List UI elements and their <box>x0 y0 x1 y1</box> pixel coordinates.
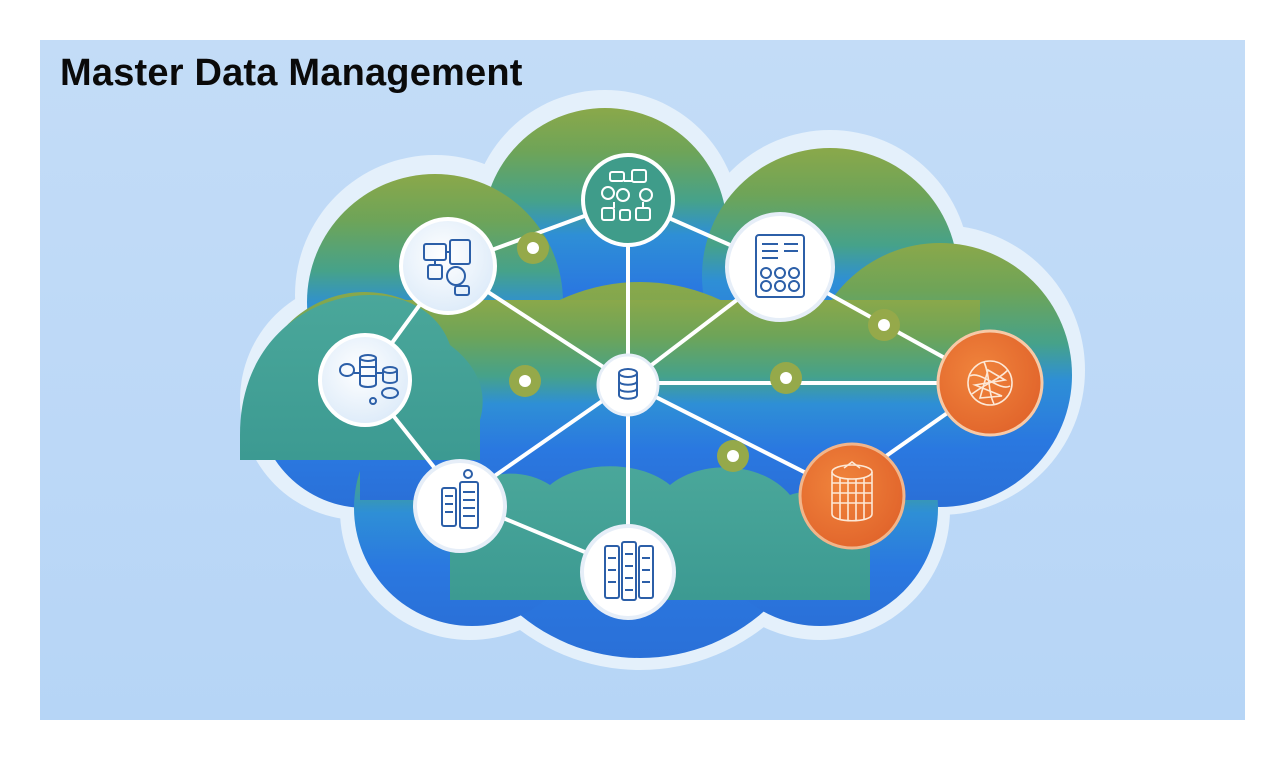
connector-dot <box>770 362 802 394</box>
hub-node[interactable] <box>596 353 660 417</box>
connector-dot <box>509 365 541 397</box>
data-integration-icon <box>423 239 471 296</box>
upper-left-node[interactable] <box>399 217 497 315</box>
right-node[interactable] <box>936 329 1044 437</box>
connector-dot <box>868 309 900 341</box>
mdm-diagram <box>240 90 1085 670</box>
connector-dot <box>717 440 749 472</box>
diagram-canvas: Master Data Management <box>40 40 1245 720</box>
upper-right-node[interactable] <box>725 212 835 322</box>
database-icon <box>618 368 638 400</box>
top-node[interactable] <box>581 153 675 247</box>
lower-right-node[interactable] <box>798 442 906 550</box>
data-catalog-icon <box>441 469 479 529</box>
connector-dots <box>509 232 900 472</box>
global-network-icon <box>967 360 1013 406</box>
data-network-icon <box>601 169 653 221</box>
bottom-node[interactable] <box>580 524 676 620</box>
lower-left-node[interactable] <box>413 459 507 553</box>
left-node[interactable] <box>318 333 412 427</box>
data-warehouse-icon <box>831 461 873 522</box>
data-records-icon <box>604 541 654 601</box>
connector-dot <box>517 232 549 264</box>
data-storage-icon <box>338 354 399 405</box>
page-title: Master Data Management <box>60 52 523 94</box>
dashboard-report-icon <box>755 234 805 298</box>
